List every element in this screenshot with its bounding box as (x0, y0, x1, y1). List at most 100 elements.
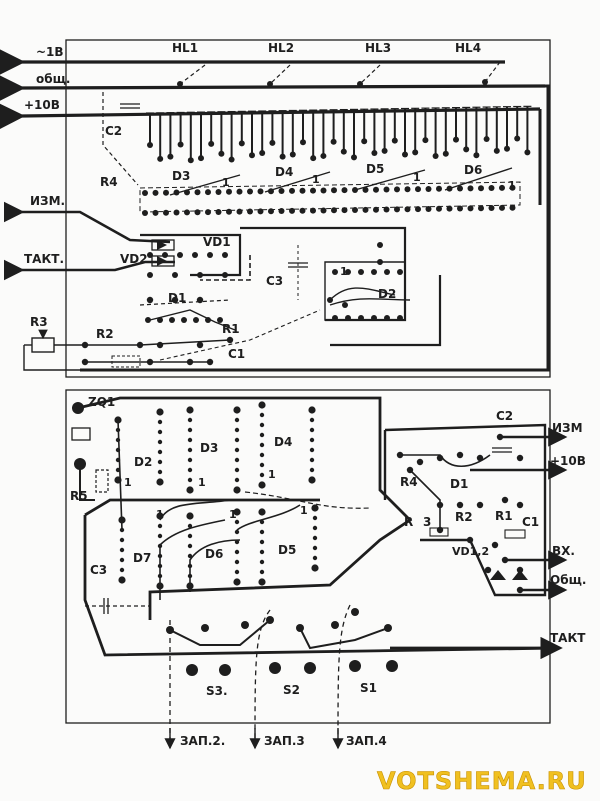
bottom-board: ZQ1 D2 D3 D4 R5 D7 D6 D5 C3 C2 R4 D1 R 3… (65, 389, 586, 750)
label-c1-bottom: C1 (522, 515, 539, 529)
track-end-pad (208, 140, 215, 147)
solder-pad (186, 406, 194, 414)
solder-pad (119, 567, 125, 573)
switch-track (169, 619, 389, 650)
terminal-measure-bottom: ИЗМ (552, 421, 583, 435)
solder-pad (351, 608, 359, 616)
track-end-pad (218, 150, 225, 157)
solder-pad (146, 296, 154, 304)
track-end-pad (483, 136, 490, 143)
solder-pad (404, 206, 411, 213)
solder-pad (259, 452, 265, 458)
solder-pad (247, 188, 253, 195)
solder-pad (142, 210, 148, 216)
solder-pad (226, 208, 232, 215)
solder-pad (259, 442, 265, 448)
solder-pad (384, 269, 390, 275)
solder-pad (234, 467, 240, 473)
solder-pad (234, 427, 240, 433)
solder-pad (201, 624, 209, 632)
solder-pad (397, 315, 403, 321)
solder-pad (222, 252, 228, 258)
solder-pad (499, 184, 505, 191)
solder-pad (247, 208, 253, 215)
solder-pad (404, 186, 411, 193)
solder-pad (217, 317, 223, 323)
solder-pad (484, 566, 492, 574)
label-r3: R3 (30, 315, 48, 329)
solder-pad (187, 417, 193, 423)
label-d6-bottom: D6 (205, 547, 223, 561)
solder-pad (234, 569, 240, 575)
solder-pad (234, 447, 240, 453)
solder-pad (215, 188, 222, 195)
solder-pad (119, 557, 125, 563)
solder-pad (258, 481, 266, 489)
solder-pad (425, 205, 432, 212)
solder-pad (146, 358, 154, 366)
solder-pad (259, 432, 265, 438)
track-end-pad (198, 155, 204, 162)
solder-pad (310, 187, 316, 194)
switch-contact-pad (269, 662, 281, 674)
label-r2-top: R2 (96, 327, 114, 341)
label-d4-top: D4 (275, 165, 293, 179)
solder-pad (362, 206, 369, 213)
solder-pad (312, 525, 318, 531)
solder-pad (436, 454, 444, 462)
pin-mark-d5: 1 (413, 171, 421, 184)
solder-pad (81, 358, 89, 366)
solder-pad (119, 547, 125, 553)
rail-plus10 (0, 103, 541, 130)
terminal-plus10-bottom: +10В (550, 454, 586, 468)
solder-pad (371, 269, 377, 275)
solder-pad (171, 296, 179, 304)
solder-pad (320, 187, 327, 194)
solder-pad (234, 519, 240, 525)
solder-pad (309, 427, 315, 433)
rail-common (0, 75, 546, 101)
track-end-pad (320, 152, 327, 159)
terminal-input-bottom: ВХ. (552, 544, 575, 558)
solder-pad (311, 564, 319, 572)
solder-pad (312, 555, 318, 561)
solder-pad (234, 437, 240, 443)
solder-pad (233, 508, 241, 516)
solder-pad (186, 486, 194, 494)
solder-pad (516, 586, 524, 594)
resistor-body (504, 529, 526, 539)
solder-pad (157, 429, 163, 435)
solder-pad (157, 419, 163, 425)
solder-pad (312, 515, 318, 521)
track-end-pad (187, 157, 194, 164)
solder-pad (236, 208, 243, 215)
solder-pad (259, 462, 265, 468)
input-network-pads (81, 296, 234, 366)
solder-pad (457, 185, 463, 192)
solder-pad (258, 508, 266, 516)
solder-pad (377, 242, 383, 248)
solder-pad (196, 341, 204, 349)
solder-pad (456, 451, 464, 459)
switch-contact-pad (186, 664, 198, 676)
solder-pad (312, 535, 318, 541)
diode-vd1-top (151, 239, 175, 251)
solder-pad (478, 185, 484, 192)
solder-pad (259, 569, 265, 575)
label-d4-bottom: D4 (274, 435, 292, 449)
chip-interconnect-track (159, 519, 241, 600)
pin-mark-d5-bottom: 1 (300, 504, 308, 517)
pin-mark-d4-bottom: 1 (268, 468, 276, 481)
solder-pad (466, 536, 474, 544)
solder-pad (173, 209, 180, 216)
track-end-pad (514, 135, 521, 142)
label-d2-top: D2 (378, 287, 396, 301)
solder-pad (491, 541, 499, 549)
solder-pad (394, 186, 400, 193)
label-c3-top: C3 (266, 274, 283, 288)
solder-pad (425, 185, 432, 192)
track-end-pad (463, 146, 470, 153)
terminal-clock-top: ТАКТ. (24, 252, 64, 266)
label-d7: D7 (133, 551, 151, 565)
